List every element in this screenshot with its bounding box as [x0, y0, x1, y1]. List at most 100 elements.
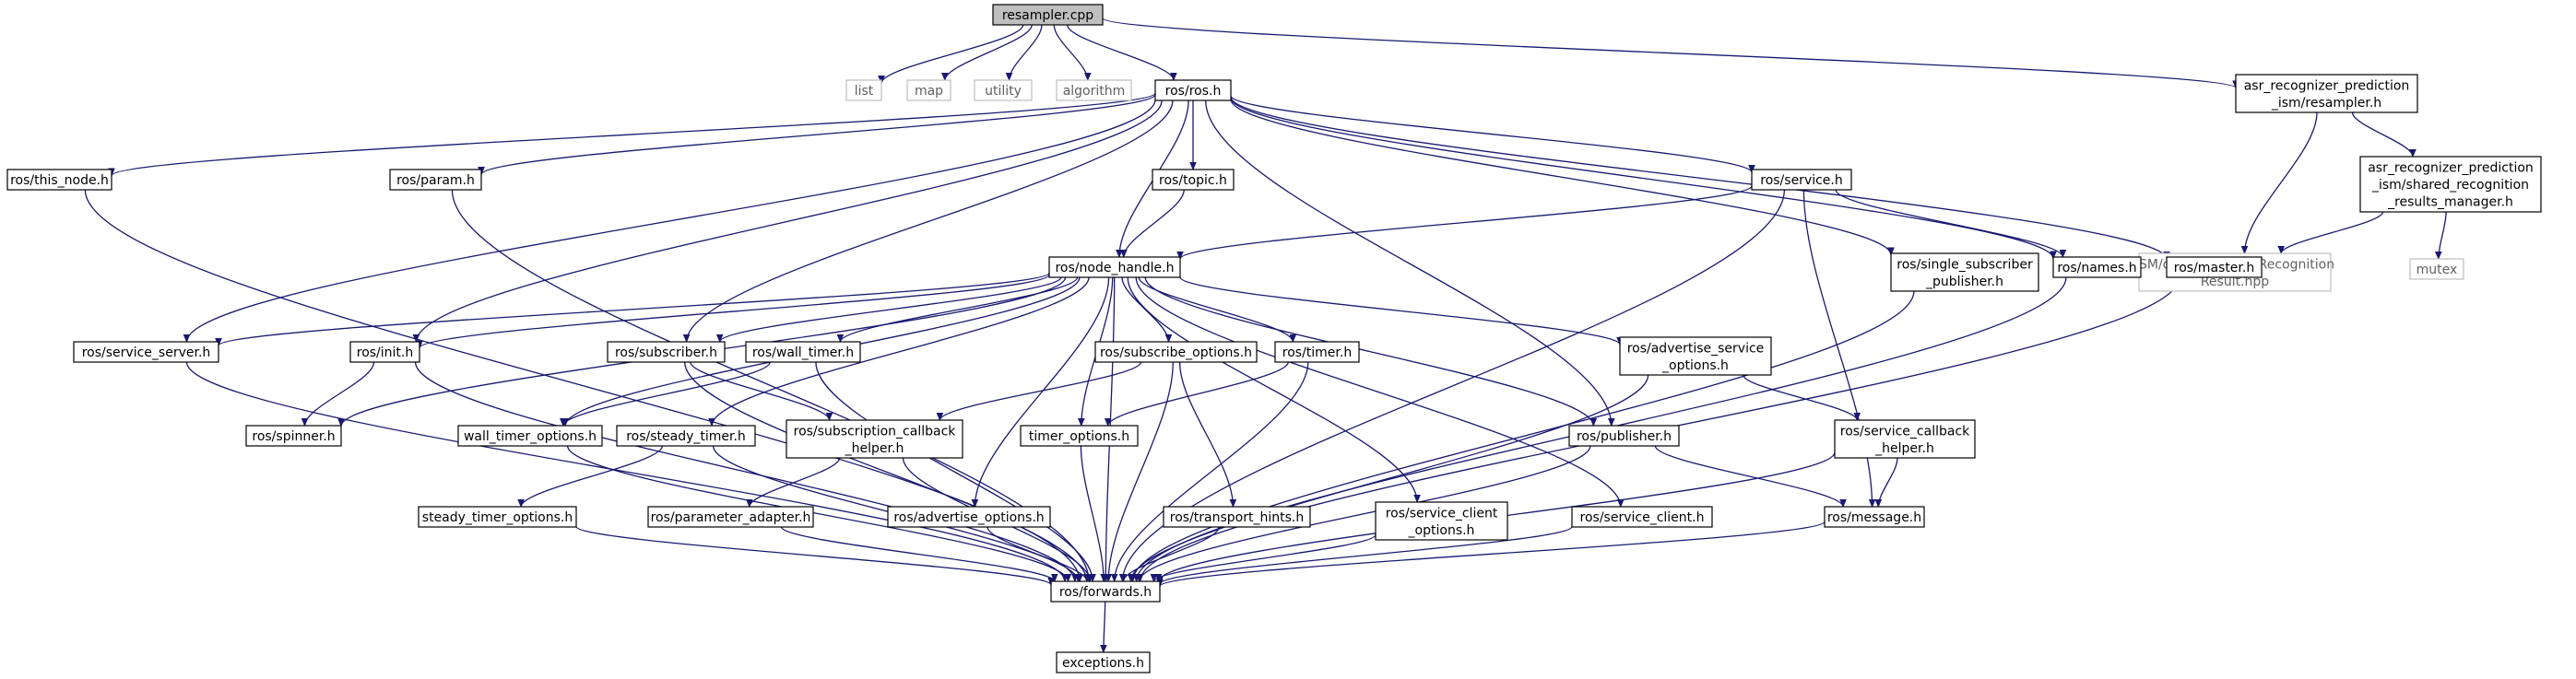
graph-node-publisher[interactable]: ros/publisher.h [1568, 425, 1680, 447]
node-label: _options.h [1408, 523, 1475, 538]
edge-transport-hints-to-forwards [1123, 526, 1220, 582]
edge-node-handle-to-publisher [1144, 276, 1593, 427]
edge-param-adapter-to-forwards [781, 526, 1055, 582]
graph-node-subscriber[interactable]: ros/subscriber.h [607, 341, 726, 363]
edge-subscriber-to-sub-cb-helper [690, 361, 830, 421]
graph-node-transport-hints[interactable]: ros/transport_hints.h [1163, 506, 1311, 528]
edge-steady-timer-to-steady-timer-opts [521, 445, 664, 508]
edge-service-to-forwards [1123, 189, 1786, 581]
node-box [1568, 425, 1680, 447]
edge-node-handle-to-timer [1138, 276, 1293, 343]
edge-subscribe-options-to-forwards [1108, 361, 1174, 581]
graph-node-message[interactable]: ros/message.h [1824, 506, 1925, 528]
graph-node-init[interactable]: ros/init.h [349, 341, 420, 363]
node-box [786, 419, 963, 459]
edge-asr-resampler-to-ism-recres [2245, 111, 2318, 253]
node-box [1375, 501, 1508, 541]
edge-param-to-forwards [451, 189, 1089, 581]
edge-sub-cb-helper-to-param-adapter [750, 457, 841, 508]
node-box [1154, 79, 1232, 101]
node-label: _helper.h [1874, 441, 1934, 456]
edge-publisher-to-forwards [1140, 445, 1591, 582]
graph-node-resampler-cpp[interactable]: resampler.cpp [992, 4, 1104, 26]
graph-node-adv-srv-opts[interactable]: ros/advertise_service_options.h [1619, 336, 1772, 376]
node-box [1619, 336, 1772, 376]
graph-node-timer[interactable]: ros/timer.h [1274, 341, 1360, 363]
graph-node-wall-timer[interactable]: ros/wall_timer.h [745, 341, 861, 363]
graph-node-service[interactable]: ros/service.h [1751, 169, 1852, 191]
node-label: ros/forwards.h [1059, 585, 1152, 600]
graph-node-ros-ros[interactable]: ros/ros.h [1154, 79, 1232, 101]
node-box [73, 341, 219, 363]
edge-subscribe-options-to-transport-hints [1178, 361, 1234, 507]
edge-wall-timer-opts-to-forwards [566, 445, 1069, 582]
edge-resampler-cpp-to-ros-ros [1066, 24, 1174, 81]
graph-node-topic[interactable]: ros/topic.h [1152, 169, 1235, 191]
graph-node-subscribe-options[interactable]: ros/subscribe_options.h [1094, 341, 1258, 363]
graph-node-names[interactable]: ros/names.h [2052, 256, 2142, 278]
graph-node-node-handle[interactable]: ros/node_handle.h [1048, 256, 1181, 278]
graph-node-algorithm: algorithm [1056, 79, 1132, 101]
edge-node-handle-to-service-server [219, 272, 1050, 346]
edge-service-to-names [1835, 189, 2062, 258]
node-label: ros/single_subscriber [1897, 257, 2033, 272]
edge-asr-shared-to-mutex [2439, 211, 2447, 259]
node-box [2166, 256, 2263, 278]
edge-ros-ros-to-subscriber [687, 100, 1174, 342]
node-box [1571, 506, 1713, 528]
edge-subscriber-to-forwards [684, 361, 1087, 581]
node-label: ros/init.h [357, 345, 414, 360]
edge-ros-ros-to-publisher [1205, 100, 1612, 426]
graph-node-spinner[interactable]: ros/spinner.h [245, 425, 342, 447]
graph-node-srv-cb-helper[interactable]: ros/service_callback_helper.h [1834, 419, 1976, 459]
node-label: _publisher.h [1925, 275, 2003, 289]
edge-asr-shared-to-ism-recres [2281, 211, 2384, 254]
edge-steady-timer-opts-to-forwards [575, 525, 1051, 586]
node-box [745, 341, 861, 363]
node-label: ros/this_node.h [10, 173, 109, 188]
graph-node-steady-timer-opts[interactable]: steady_timer_options.h [418, 506, 577, 528]
node-box [2052, 256, 2142, 278]
graph-node-asr-shared[interactable]: asr_recognizer_prediction_ism/shared_rec… [2359, 156, 2542, 213]
edge-ros-ros-to-init [416, 100, 1163, 342]
graph-node-master[interactable]: ros/master.h [2166, 256, 2263, 278]
edge-ros-ros-to-service [1230, 95, 1752, 173]
node-box [2359, 156, 2542, 213]
graph-node-srv-client-opts[interactable]: ros/service_client_options.h [1375, 501, 1508, 541]
edge-timer-to-forwards [1115, 361, 1309, 581]
edge-timer-to-timer-opts [1108, 361, 1289, 427]
node-box [2409, 258, 2464, 280]
graph-node-param-adapter[interactable]: ros/parameter_adapter.h [647, 506, 814, 528]
graph-node-steady-timer[interactable]: ros/steady_timer.h [616, 425, 756, 447]
node-box [389, 169, 482, 191]
graph-node-forwards[interactable]: ros/forwards.h [1050, 580, 1161, 603]
edge-service-to-message [1802, 189, 1872, 507]
edge-srv-client-to-forwards [1160, 526, 1573, 585]
node-box [1056, 79, 1132, 101]
graph-node-single-sub-pub[interactable]: ros/single_subscriber _publisher.h [1890, 252, 2039, 292]
node-label: wall_timer_options.h [464, 429, 597, 444]
graph-node-asr-resampler[interactable]: asr_recognizer_prediction_ism/resampler.… [2235, 74, 2418, 113]
node-label: ros/subscribe_options.h [1100, 345, 1252, 360]
node-box [607, 341, 726, 363]
graph-node-wall-timer-opts[interactable]: wall_timer_options.h [457, 425, 603, 447]
edge-ros-ros-to-this-node [112, 92, 1156, 177]
node-label: _results_manager.h [2387, 195, 2513, 210]
graph-node-exceptions[interactable]: exceptions.h [1056, 651, 1151, 673]
graph-node-timer-opts[interactable]: timer_options.h [1020, 425, 1139, 447]
node-label: ros/publisher.h [1577, 429, 1672, 444]
node-box [1751, 169, 1852, 191]
edge-resampler-cpp-to-asr-resampler [1102, 18, 2236, 88]
graph-node-service-server[interactable]: ros/service_server.h [73, 341, 219, 363]
edge-service-to-node-handle [1180, 185, 1753, 260]
node-label: resampler.cpp [1002, 8, 1093, 23]
graph-node-this-node[interactable]: ros/this_node.h [6, 169, 112, 191]
node-box [418, 506, 577, 528]
graph-node-srv-client[interactable]: ros/service_client.h [1571, 506, 1713, 528]
graph-node-param[interactable]: ros/param.h [389, 169, 482, 191]
edge-node-handle-to-init [419, 274, 1050, 349]
node-label: _helper.h [845, 441, 904, 456]
graph-node-adv-opts[interactable]: ros/advertise_options.h [887, 506, 1051, 528]
graph-node-sub-cb-helper[interactable]: ros/subscription_callback_helper.h [786, 419, 963, 459]
